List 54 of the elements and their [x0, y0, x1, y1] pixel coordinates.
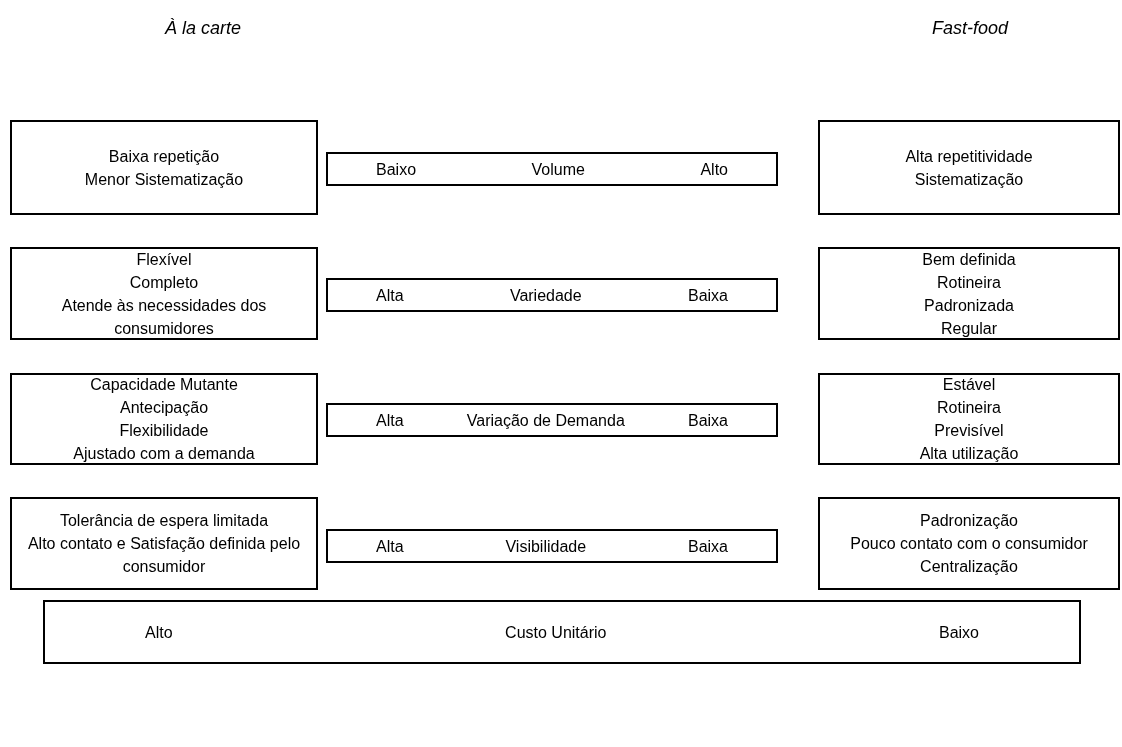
characteristics-box	[10, 373, 318, 465]
scale-label: Variação de Demanda	[466, 410, 625, 431]
scale-label: Baixa	[687, 410, 728, 431]
box-text: Completo	[129, 272, 199, 293]
scale-label: Visibilidade	[505, 536, 587, 557]
characteristics-box	[818, 373, 1120, 465]
scale-label: Alto	[700, 159, 728, 180]
scale-box	[326, 152, 778, 186]
scale-label: Custo Unitário	[505, 622, 607, 643]
characteristics-box	[818, 120, 1120, 215]
box-text: Menor Sistematização	[84, 169, 244, 190]
scale-label: Baixa	[687, 536, 728, 557]
scale-box	[326, 529, 778, 563]
scale-label: Variedade	[509, 285, 582, 306]
characteristics-box	[10, 247, 318, 340]
column-heading: À la carte	[165, 18, 242, 39]
box-text: Padronizada	[924, 295, 1014, 316]
box-text: Centralização	[920, 557, 1018, 577]
box-text: Regular	[941, 318, 997, 339]
box-text: Capacidade Mutante	[90, 375, 238, 395]
box-text: Flexível	[136, 249, 192, 270]
box-text: Tolerância de espera limitada	[59, 511, 269, 531]
box-text: Previsível	[934, 421, 1004, 441]
box-text: Antecipação	[119, 398, 209, 418]
box-text: Sistematização	[914, 169, 1024, 190]
scale-box	[326, 403, 778, 437]
column-heading: Fast-food	[932, 18, 1009, 39]
box-text: Padronização	[920, 511, 1018, 531]
box-text: Alta utilização	[919, 444, 1019, 464]
scale-box	[43, 600, 1081, 664]
box-text: Ajustado com a demanda	[73, 444, 255, 464]
box-text: Bem definida	[922, 249, 1016, 270]
box-text: Pouco contato com o consumidor	[850, 534, 1088, 554]
scale-label: Alta	[376, 410, 404, 431]
box-text: Baixa repetição	[108, 146, 220, 167]
characteristics-box	[818, 497, 1120, 590]
box-text: Atende às necessidades dos consumidores	[60, 295, 268, 339]
box-text: Rotineira	[937, 272, 1001, 293]
box-text: Flexibilidade	[119, 421, 209, 441]
scale-label: Baixa	[687, 285, 728, 306]
box-text: Estável	[942, 375, 996, 395]
scale-label: Volume	[531, 159, 585, 180]
scale-label: Baixo	[376, 159, 417, 180]
box-text: Alta repetitividade	[905, 146, 1033, 167]
scale-label: Alto	[145, 622, 173, 643]
scale-label: Alta	[376, 285, 404, 306]
characteristics-box	[10, 497, 318, 590]
scale-label: Baixo	[938, 622, 979, 643]
characteristics-box	[818, 247, 1120, 340]
scale-box	[326, 278, 778, 312]
box-text: Rotineira	[937, 398, 1001, 418]
characteristics-box	[10, 120, 318, 215]
scale-label: Alta	[376, 536, 404, 557]
box-text: Alto contato e Satisfação definida pelo consumidor	[26, 534, 302, 577]
